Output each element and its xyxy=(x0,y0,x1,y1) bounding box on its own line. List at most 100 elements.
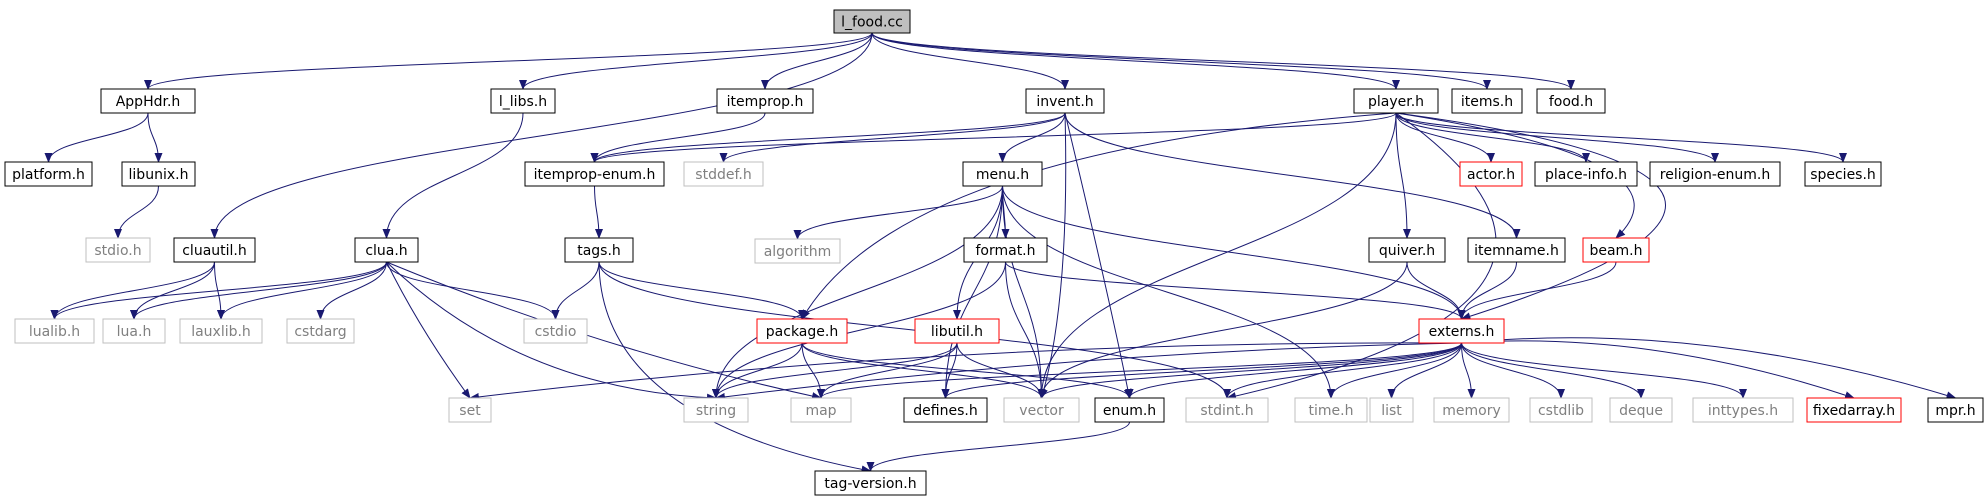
node-platform[interactable]: platform.h xyxy=(4,161,93,187)
node-box xyxy=(448,397,492,423)
node-label: AppHdr.h xyxy=(116,94,181,110)
node-fixedarray[interactable]: fixedarray.h xyxy=(1806,397,1902,423)
node-mpr[interactable]: mpr.h xyxy=(1927,397,1984,423)
node-lauxlib[interactable]: lauxlib.h xyxy=(179,318,263,344)
node-menu[interactable]: menu.h xyxy=(962,161,1043,187)
node-box xyxy=(4,161,93,187)
node-player[interactable]: player.h xyxy=(1353,88,1439,114)
node-list[interactable]: list xyxy=(1369,397,1414,423)
edge-l_food_cc-to-player xyxy=(871,32,1400,90)
node-defines[interactable]: defines.h xyxy=(903,397,988,423)
node-lua[interactable]: lua.h xyxy=(102,318,166,344)
node-lualib[interactable]: lualib.h xyxy=(14,318,95,344)
node-place-info[interactable]: place-info.h xyxy=(1534,161,1638,187)
node-inttypes[interactable]: inttypes.h xyxy=(1692,397,1794,423)
edge-player-to-actor xyxy=(1395,112,1495,163)
node-invent[interactable]: invent.h xyxy=(1025,88,1105,114)
node-box xyxy=(1294,397,1368,423)
edge-libutil-to-map xyxy=(817,342,958,399)
edge-externs-to-cstdlib xyxy=(1461,342,1565,399)
node-box xyxy=(683,161,764,187)
node-l-food-cc[interactable]: l_food.cc xyxy=(833,9,911,34)
node-label: lua.h xyxy=(117,324,152,340)
edge-externs-to-enum xyxy=(1125,342,1462,399)
node-enum[interactable]: enum.h xyxy=(1094,397,1165,423)
edge-externs-to-map xyxy=(817,342,1462,399)
edge-package-to-vector xyxy=(801,342,1046,399)
node-cluautil[interactable]: cluautil.h xyxy=(173,237,256,263)
node-box xyxy=(754,238,841,264)
node-cstdarg[interactable]: cstdarg xyxy=(286,318,355,344)
node-beam[interactable]: beam.h xyxy=(1582,237,1650,263)
edge-clua-to-string xyxy=(386,261,717,402)
node-itemprop-enum[interactable]: itemprop-enum.h xyxy=(524,161,665,187)
node-label: mpr.h xyxy=(1935,403,1975,419)
node-box xyxy=(1609,397,1673,423)
node-format[interactable]: format.h xyxy=(963,237,1048,263)
edge-externs-to-deque xyxy=(1461,342,1645,399)
node-libutil[interactable]: libutil.h xyxy=(914,318,1000,344)
edge-clua-to-cstdarg xyxy=(316,261,387,320)
node-itemprop[interactable]: itemprop.h xyxy=(716,88,814,114)
node-clua[interactable]: clua.h xyxy=(354,237,419,263)
node-itemname[interactable]: itemname.h xyxy=(1467,237,1566,263)
node-cstdlib[interactable]: cstdlib xyxy=(1529,397,1593,423)
node-set[interactable]: set xyxy=(448,397,492,423)
node-box xyxy=(1003,397,1080,423)
node-label: itemprop.h xyxy=(727,94,804,110)
node-items[interactable]: items.h xyxy=(1451,88,1523,114)
edge-package-to-string xyxy=(712,342,803,399)
node-time[interactable]: time.h xyxy=(1294,397,1368,423)
node-box xyxy=(1536,88,1606,114)
node-box xyxy=(102,318,166,344)
node-box xyxy=(1369,397,1414,423)
edge-externs-to-time xyxy=(1327,342,1462,399)
edge-externs-to-fixedarray xyxy=(1461,340,1855,399)
node-box xyxy=(524,161,665,187)
node-label: time.h xyxy=(1309,403,1354,419)
edge-menu-to-vector xyxy=(1002,185,1046,399)
node-stdint[interactable]: stdint.h xyxy=(1185,397,1269,423)
node-box xyxy=(1534,161,1638,187)
node-stddef[interactable]: stddef.h xyxy=(683,161,764,187)
node-species[interactable]: species.h xyxy=(1804,161,1882,187)
node-label: defines.h xyxy=(913,403,977,419)
node-actor[interactable]: actor.h xyxy=(1459,161,1523,187)
node-deque[interactable]: deque xyxy=(1609,397,1673,423)
node-stdio[interactable]: stdio.h xyxy=(85,237,151,263)
node-religion-enum[interactable]: religion-enum.h xyxy=(1649,161,1781,187)
node-box xyxy=(963,237,1048,263)
edge-player-to-place_info xyxy=(1395,112,1590,163)
node-food[interactable]: food.h xyxy=(1536,88,1606,114)
node-quiver[interactable]: quiver.h xyxy=(1368,237,1446,263)
node-map[interactable]: map xyxy=(790,397,852,423)
edge-externs-to-inttypes xyxy=(1461,342,1747,399)
node-tag-version[interactable]: tag-version.h xyxy=(814,470,927,496)
node-algorithm[interactable]: algorithm xyxy=(754,238,841,264)
edge-externs-to-list xyxy=(1387,342,1462,399)
node-cstdio[interactable]: cstdio xyxy=(523,318,588,344)
node-label: map xyxy=(805,403,836,419)
node-box xyxy=(1433,397,1510,423)
edge-cluautil-to-lua xyxy=(130,261,215,320)
node-libunix[interactable]: libunix.h xyxy=(121,161,196,187)
node-externs[interactable]: externs.h xyxy=(1418,318,1505,344)
node-l-libs[interactable]: l_libs.h xyxy=(490,88,556,114)
edge-menu-to-algorithm xyxy=(793,185,1003,240)
node-vector[interactable]: vector xyxy=(1003,397,1080,423)
edge-l_food_cc-to-apphdr xyxy=(144,32,873,90)
node-label: lauxlib.h xyxy=(191,324,251,340)
node-label: algorithm xyxy=(764,244,832,260)
node-box xyxy=(1094,397,1165,423)
node-package[interactable]: package.h xyxy=(756,318,848,344)
node-box xyxy=(564,237,634,263)
node-apphdr[interactable]: AppHdr.h xyxy=(100,88,196,114)
node-box xyxy=(173,237,256,263)
node-label: species.h xyxy=(1810,167,1876,183)
node-tags[interactable]: tags.h xyxy=(564,237,634,263)
node-memory[interactable]: memory xyxy=(1433,397,1510,423)
node-string[interactable]: string xyxy=(683,397,749,423)
edge-libunix-to-stdio xyxy=(114,185,159,239)
